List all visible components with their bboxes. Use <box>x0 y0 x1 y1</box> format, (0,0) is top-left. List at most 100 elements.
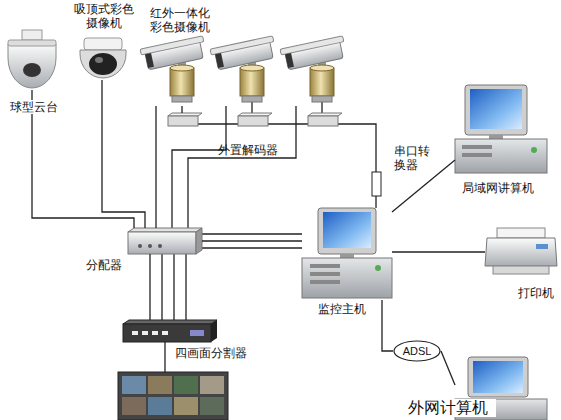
video-tile <box>200 376 224 394</box>
pan-tilt-top <box>310 65 334 71</box>
drive-slot <box>310 280 340 284</box>
monitoring-host: 监控主机 <box>302 208 392 300</box>
pan-tilt-base <box>242 96 262 102</box>
video-tile <box>148 397 172 415</box>
pc-case <box>302 258 392 298</box>
wire <box>202 240 302 241</box>
camera-lens <box>285 53 294 68</box>
device-label: 球型云台 <box>8 100 60 114</box>
monitor-bezel <box>465 85 527 135</box>
pan-tilt-base <box>312 96 332 102</box>
pan-tilt <box>170 68 194 96</box>
wire <box>382 300 393 351</box>
pc-case <box>455 139 547 173</box>
device-label: 局域网讲算机 <box>462 181 546 195</box>
video-tile <box>122 397 146 415</box>
drive-slot <box>462 153 492 157</box>
converter-box <box>372 172 381 196</box>
video-tile <box>200 397 224 415</box>
ir-camera <box>210 36 277 102</box>
device-label: 外网计算机 <box>408 399 496 417</box>
wire <box>149 254 150 320</box>
printer: 打印机 <box>485 228 557 274</box>
device-label: 外置解码器 <box>218 143 284 157</box>
camera-head <box>280 36 347 71</box>
drive-slot <box>310 264 340 268</box>
device-label: 串口转换器 <box>394 144 432 172</box>
video-distributor: 分配器 <box>128 228 202 254</box>
lan-computer: 局域网讲算机 <box>455 85 547 173</box>
printer-panel <box>536 244 548 249</box>
ir-camera <box>140 36 207 102</box>
wan-computer: 外网计算机 <box>455 357 547 420</box>
device-label: ADSL <box>393 344 441 358</box>
distributor-port <box>148 244 152 248</box>
video-tile <box>174 397 198 415</box>
monitor-frame <box>118 372 228 420</box>
distributor-side <box>196 228 202 254</box>
monitor-bezel <box>468 357 528 397</box>
pan-tilt <box>240 68 264 96</box>
video-wire <box>185 254 186 320</box>
decoder-box <box>168 116 198 126</box>
ir-camera-group: 红外一体化彩色摄像机 <box>140 38 352 106</box>
video-wire <box>202 233 302 234</box>
video-wire <box>188 106 296 228</box>
monitor-neck <box>489 135 503 139</box>
device-label: 分配器 <box>86 258 126 272</box>
video-wire <box>161 254 162 320</box>
monitor-bezel <box>318 208 376 254</box>
splitter-display <box>190 330 204 336</box>
camera-lens <box>145 53 154 68</box>
decoder-group: 外置解码器 <box>165 113 350 131</box>
wire <box>392 160 455 212</box>
camera-head <box>210 36 277 71</box>
device-label: 监控主机 <box>318 302 374 316</box>
wire <box>441 351 455 385</box>
wire <box>181 106 182 113</box>
video-wire <box>173 254 174 320</box>
device-label: 红外一体化彩色摄像机 <box>148 6 212 34</box>
power-led <box>531 147 537 153</box>
wire <box>375 196 376 208</box>
ir-camera <box>280 36 347 102</box>
drive-slot <box>462 145 492 149</box>
pan-tilt-top <box>240 65 264 71</box>
ceiling-glint <box>95 57 103 63</box>
decoder-box <box>238 116 268 126</box>
monitor-wire <box>164 342 165 372</box>
monitor-screen <box>470 89 522 129</box>
distributor-port <box>158 244 162 248</box>
camera-lens <box>215 53 224 68</box>
monitor-screen <box>323 212 371 248</box>
ceiling-base <box>84 38 122 50</box>
video-tile <box>148 376 172 394</box>
video-wire <box>202 247 302 248</box>
ceiling-dome <box>89 53 117 75</box>
distributor-port <box>138 244 142 248</box>
splitter-box <box>123 324 211 342</box>
ellipse-shape <box>394 341 440 361</box>
dome-window <box>23 63 41 77</box>
ceiling-camera: 吸顶式彩色摄像机 <box>78 38 128 80</box>
wire <box>32 90 134 228</box>
wire <box>155 106 156 228</box>
splitter-button <box>132 331 138 335</box>
device-label: 打印机 <box>518 286 558 300</box>
monitor-neck <box>340 254 354 258</box>
adsl-link: ADSL <box>393 340 441 362</box>
printer-paper <box>497 228 545 238</box>
video-tile <box>122 376 146 394</box>
splitter-top <box>123 320 217 324</box>
splitter-side <box>211 320 217 342</box>
splitter-button <box>162 331 168 335</box>
wire <box>102 80 145 228</box>
pan-tilt-top <box>170 65 194 71</box>
video-tile <box>174 376 198 394</box>
camera-shield <box>280 36 344 55</box>
ptz-dome-camera: 球型云台 <box>4 30 60 90</box>
printer-body <box>485 238 557 266</box>
